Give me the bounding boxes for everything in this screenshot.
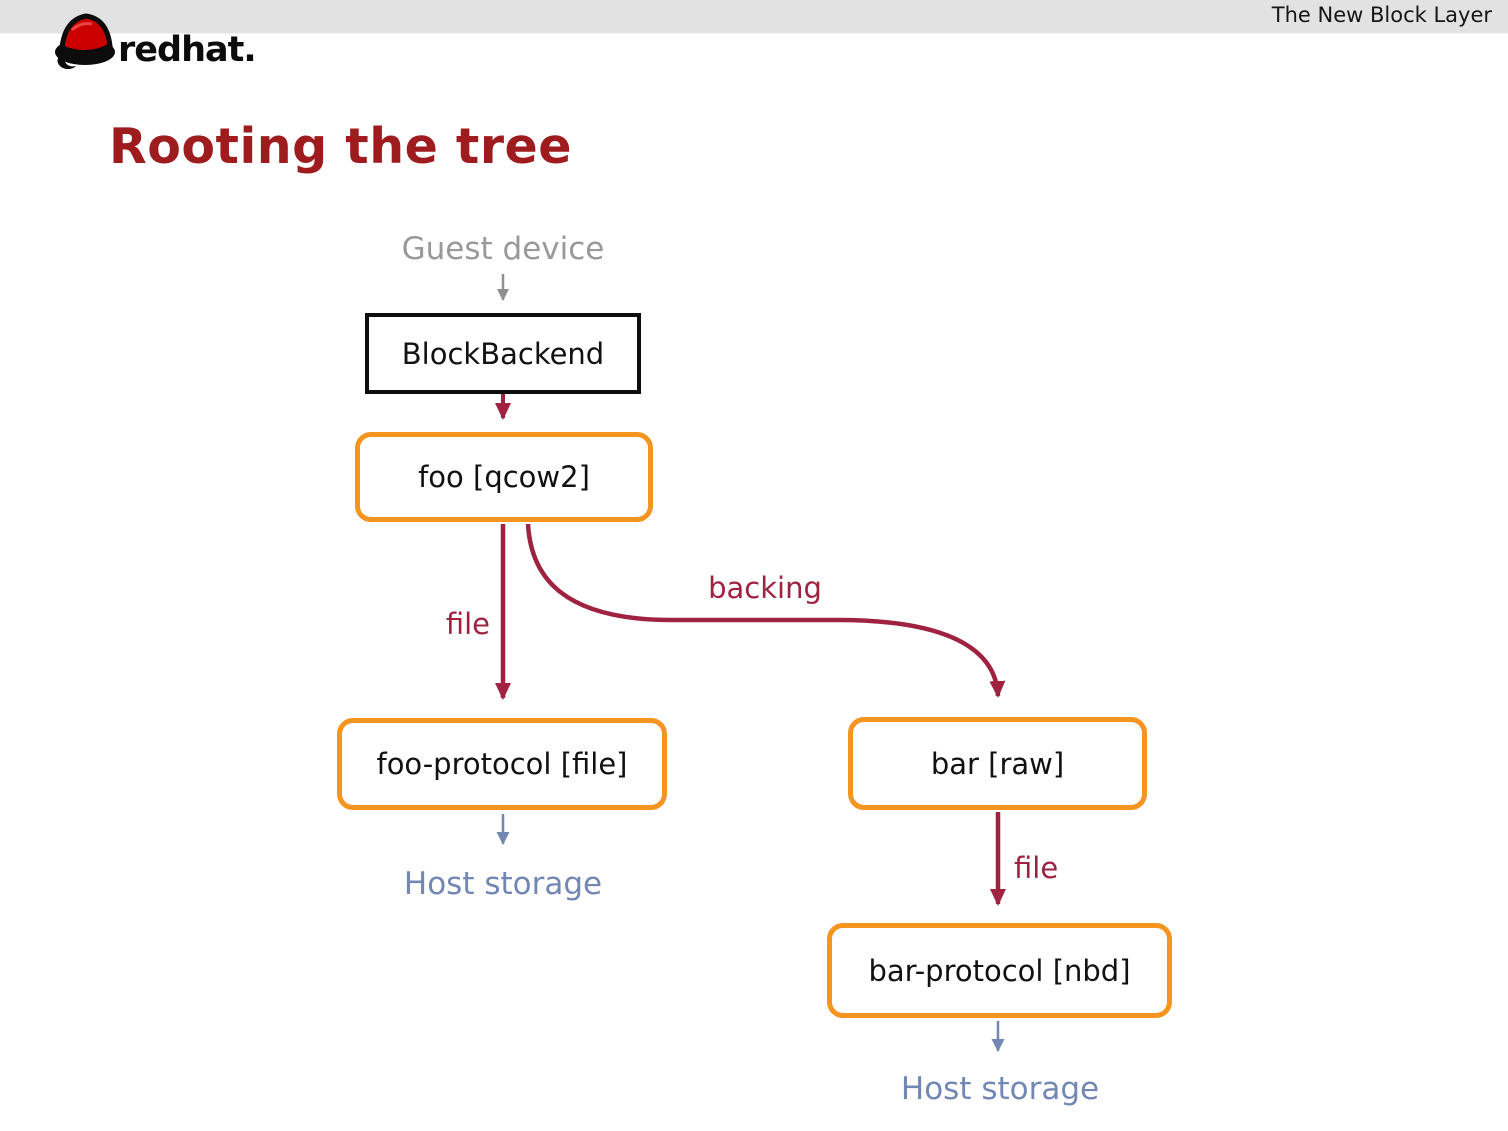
- node-foo-protocol: foo-protocol [file]: [337, 718, 667, 810]
- redhat-wordmark: redhat.: [118, 30, 257, 70]
- redhat-wordmark-red: red: [118, 30, 182, 70]
- node-bar-protocol: bar-protocol [nbd]: [827, 923, 1172, 1018]
- presentation-title: The New Block Layer: [1271, 3, 1492, 27]
- edge-label-file-left: file: [445, 607, 490, 641]
- node-host-storage-right: Host storage: [900, 1071, 1100, 1107]
- node-bar: bar [raw]: [848, 717, 1147, 810]
- node-guest-device: Guest device: [401, 231, 605, 267]
- slide-heading: Rooting the tree: [109, 118, 572, 175]
- edge-label-backing: backing: [708, 571, 822, 605]
- redhat-hat-icon: [52, 6, 118, 78]
- node-foo: foo [qcow2]: [355, 432, 653, 522]
- node-host-storage-left: Host storage: [403, 866, 603, 902]
- redhat-wordmark-hat: hat.: [181, 30, 257, 70]
- node-block-backend: BlockBackend: [365, 313, 641, 394]
- edge-label-file-right: file: [1014, 851, 1059, 885]
- redhat-logo: redhat.: [52, 4, 257, 78]
- header-bar: The New Block Layer: [0, 0, 1508, 34]
- edge-foo-backing: [525, 523, 1006, 698]
